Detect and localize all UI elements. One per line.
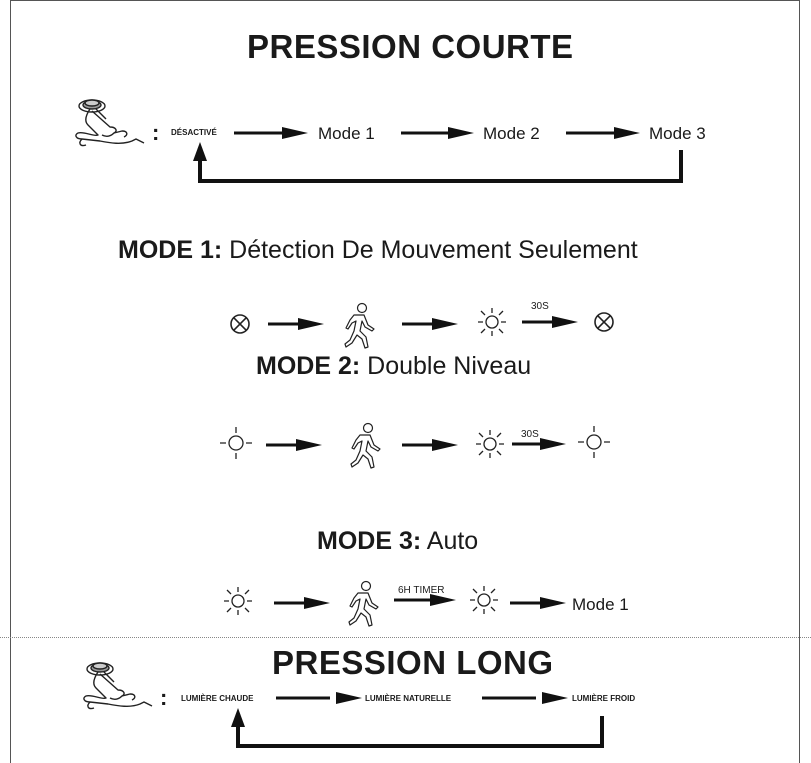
short-arrowhead-2 <box>448 127 474 139</box>
mode-1-desc: Détection De Mouvement Seulement <box>229 236 638 264</box>
mode-1-delay: 30S <box>531 301 549 312</box>
mode-2-delay: 30S <box>521 429 539 440</box>
off-label: DÉSACTIVÉ <box>171 128 217 137</box>
short-press-title: PRESSION COURTE <box>247 28 574 65</box>
m3-arrowhead-1 <box>304 597 330 609</box>
short-press-colon: : <box>152 120 160 145</box>
short-arrowhead-3 <box>614 127 640 139</box>
long-press-title: PRESSION LONG <box>272 644 554 681</box>
walking-person-icon <box>348 580 379 627</box>
short-arrowhead-1 <box>282 127 308 139</box>
mode-1-heading: MODE 1: Détection De Mouvement Seulement <box>118 236 638 265</box>
diagram-frame <box>10 0 800 763</box>
mode-1-prefix: MODE 1: <box>118 236 223 264</box>
long-step-3: LUMIÈRE FROID <box>572 694 636 703</box>
lamp-dim-icon <box>219 426 253 460</box>
lamp-bright-icon <box>469 585 499 615</box>
m2-arrowhead-3 <box>540 438 566 450</box>
long-step-2: LUMIÈRE NATURELLE <box>365 694 452 703</box>
mode-3-label: Mode 3 <box>649 124 706 143</box>
m1-arrowhead-2 <box>432 318 458 330</box>
m1-arrowhead-1 <box>298 318 324 330</box>
mode-3-prefix: MODE 3: <box>317 527 422 555</box>
m1-arrowhead-3 <box>552 316 578 328</box>
short-return-line <box>198 150 683 183</box>
mode-3-end-label: Mode 1 <box>572 595 629 614</box>
hand-press-icon <box>83 662 153 710</box>
long-arrowhead-1 <box>336 692 362 704</box>
mode-3-heading: MODE 3: Auto <box>317 527 478 556</box>
m2-arrowhead-1 <box>296 439 322 451</box>
walking-person-icon <box>350 422 381 469</box>
mode-2-heading: MODE 2: Double Niveau <box>256 352 531 381</box>
mode-3-timer: 6H TIMER <box>398 585 445 596</box>
long-step-1: LUMIÈRE CHAUDE <box>181 694 254 703</box>
m3-arrowhead-2 <box>430 594 456 606</box>
short-return-arrowhead <box>193 142 207 161</box>
long-return-line <box>236 716 604 748</box>
section-divider <box>0 637 811 638</box>
m2-arrowhead-2 <box>432 439 458 451</box>
lamp-bright-icon <box>475 429 505 459</box>
long-return-arrowhead <box>231 708 245 727</box>
mode-2-desc: Double Niveau <box>367 352 532 380</box>
m3-arrowhead-3 <box>540 597 566 609</box>
lamp-bright-icon <box>223 586 253 616</box>
lamp-dim-icon <box>577 425 611 459</box>
mode-1-label: Mode 1 <box>318 124 375 143</box>
mode-2-label: Mode 2 <box>483 124 540 143</box>
walking-person-icon <box>344 302 375 349</box>
lamp-off-icon <box>230 314 250 334</box>
lamp-bright-icon <box>477 307 507 337</box>
hand-press-icon <box>75 99 145 147</box>
mode-3-desc: Auto <box>426 527 479 555</box>
lamp-off-icon <box>594 312 614 332</box>
mode-2-prefix: MODE 2: <box>256 352 361 380</box>
long-arrowhead-2 <box>542 692 568 704</box>
long-press-colon: : <box>160 685 168 710</box>
